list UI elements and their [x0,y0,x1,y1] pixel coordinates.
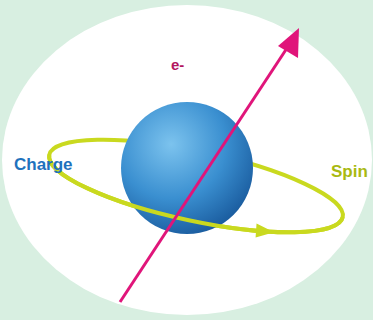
particle-label: e- [171,57,184,74]
spin-vector [120,42,291,302]
charge-label: Charge [14,156,73,175]
electron-sphere [121,102,253,234]
spin-arrowhead [278,28,299,58]
spin-label: Spin [331,163,368,182]
orbit-arrowhead [254,223,275,241]
orbit-front [42,155,343,252]
white-ground [2,5,372,315]
